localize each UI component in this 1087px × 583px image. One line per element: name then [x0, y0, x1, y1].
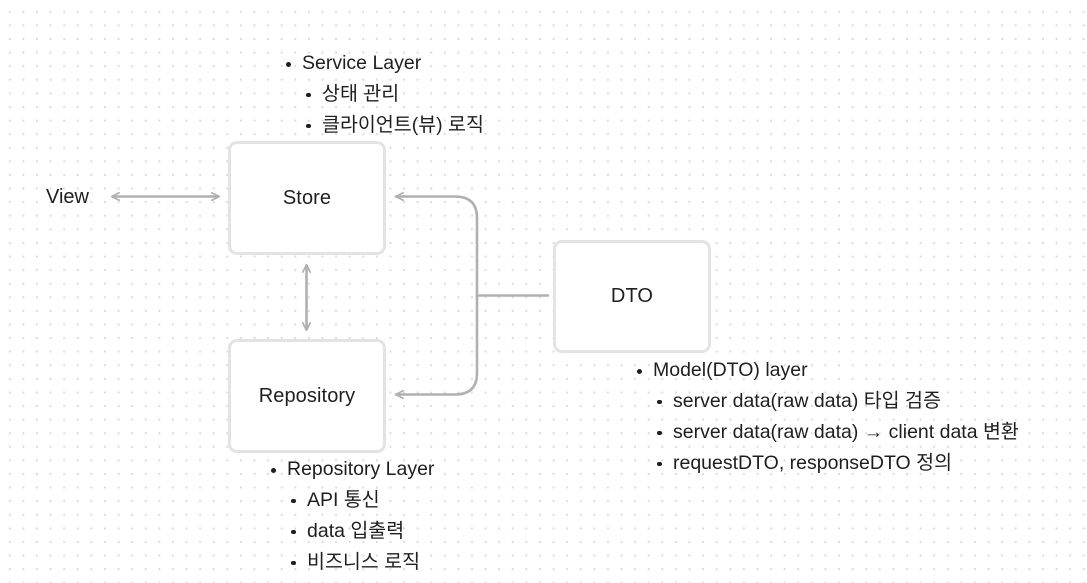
note-service-sublist: 상태 관리 클라이언트(뷰) 로직 — [301, 79, 484, 141]
note-repository-heading: Repository Layer — [266, 454, 434, 485]
label-view: View — [46, 186, 89, 208]
node-store-label: Store — [282, 186, 332, 209]
note-service-layer: Service Layer 상태 관리 클라이언트(뷰) 로직 — [281, 48, 484, 141]
list-item: server data(raw data) → client data 변환 — [652, 417, 1019, 448]
note-repository-layer: Repository Layer API 통신 data 입출력 비즈니스 로직 — [266, 454, 434, 578]
note-repository-sublist: API 통신 data 입출력 비즈니스 로직 — [286, 485, 434, 578]
note-model-layer: Model(DTO) layer server data(raw data) 타… — [632, 355, 1019, 479]
list-item: data 입출력 — [286, 516, 434, 547]
note-service-heading: Service Layer — [281, 48, 484, 79]
note-model-sublist: server data(raw data) 타입 검증 server data(… — [652, 386, 1019, 479]
node-dto-label: DTO — [610, 285, 654, 307]
note-model-list: Model(DTO) layer server data(raw data) 타… — [632, 355, 1019, 479]
list-item: 상태 관리 — [301, 79, 484, 110]
note-repository-list: Repository Layer API 통신 data 입출력 비즈니스 로직 — [266, 454, 434, 578]
list-item: requestDTO, responseDTO 정의 — [652, 448, 1019, 479]
node-dto[interactable]: DTO — [553, 240, 711, 353]
node-store[interactable]: Store — [228, 141, 386, 255]
note-model-heading: Model(DTO) layer — [632, 355, 1019, 386]
node-repository[interactable]: Repository — [228, 339, 386, 453]
node-repository-label: Repository — [258, 384, 356, 407]
list-item: 클라이언트(뷰) 로직 — [301, 110, 484, 141]
connector-dto-fork — [394, 197, 550, 395]
list-item: server data(raw data) 타입 검증 — [652, 386, 1019, 417]
note-service-list: Service Layer 상태 관리 클라이언트(뷰) 로직 — [281, 48, 484, 141]
list-item: 비즈니스 로직 — [286, 547, 434, 578]
list-item: API 통신 — [286, 485, 434, 516]
